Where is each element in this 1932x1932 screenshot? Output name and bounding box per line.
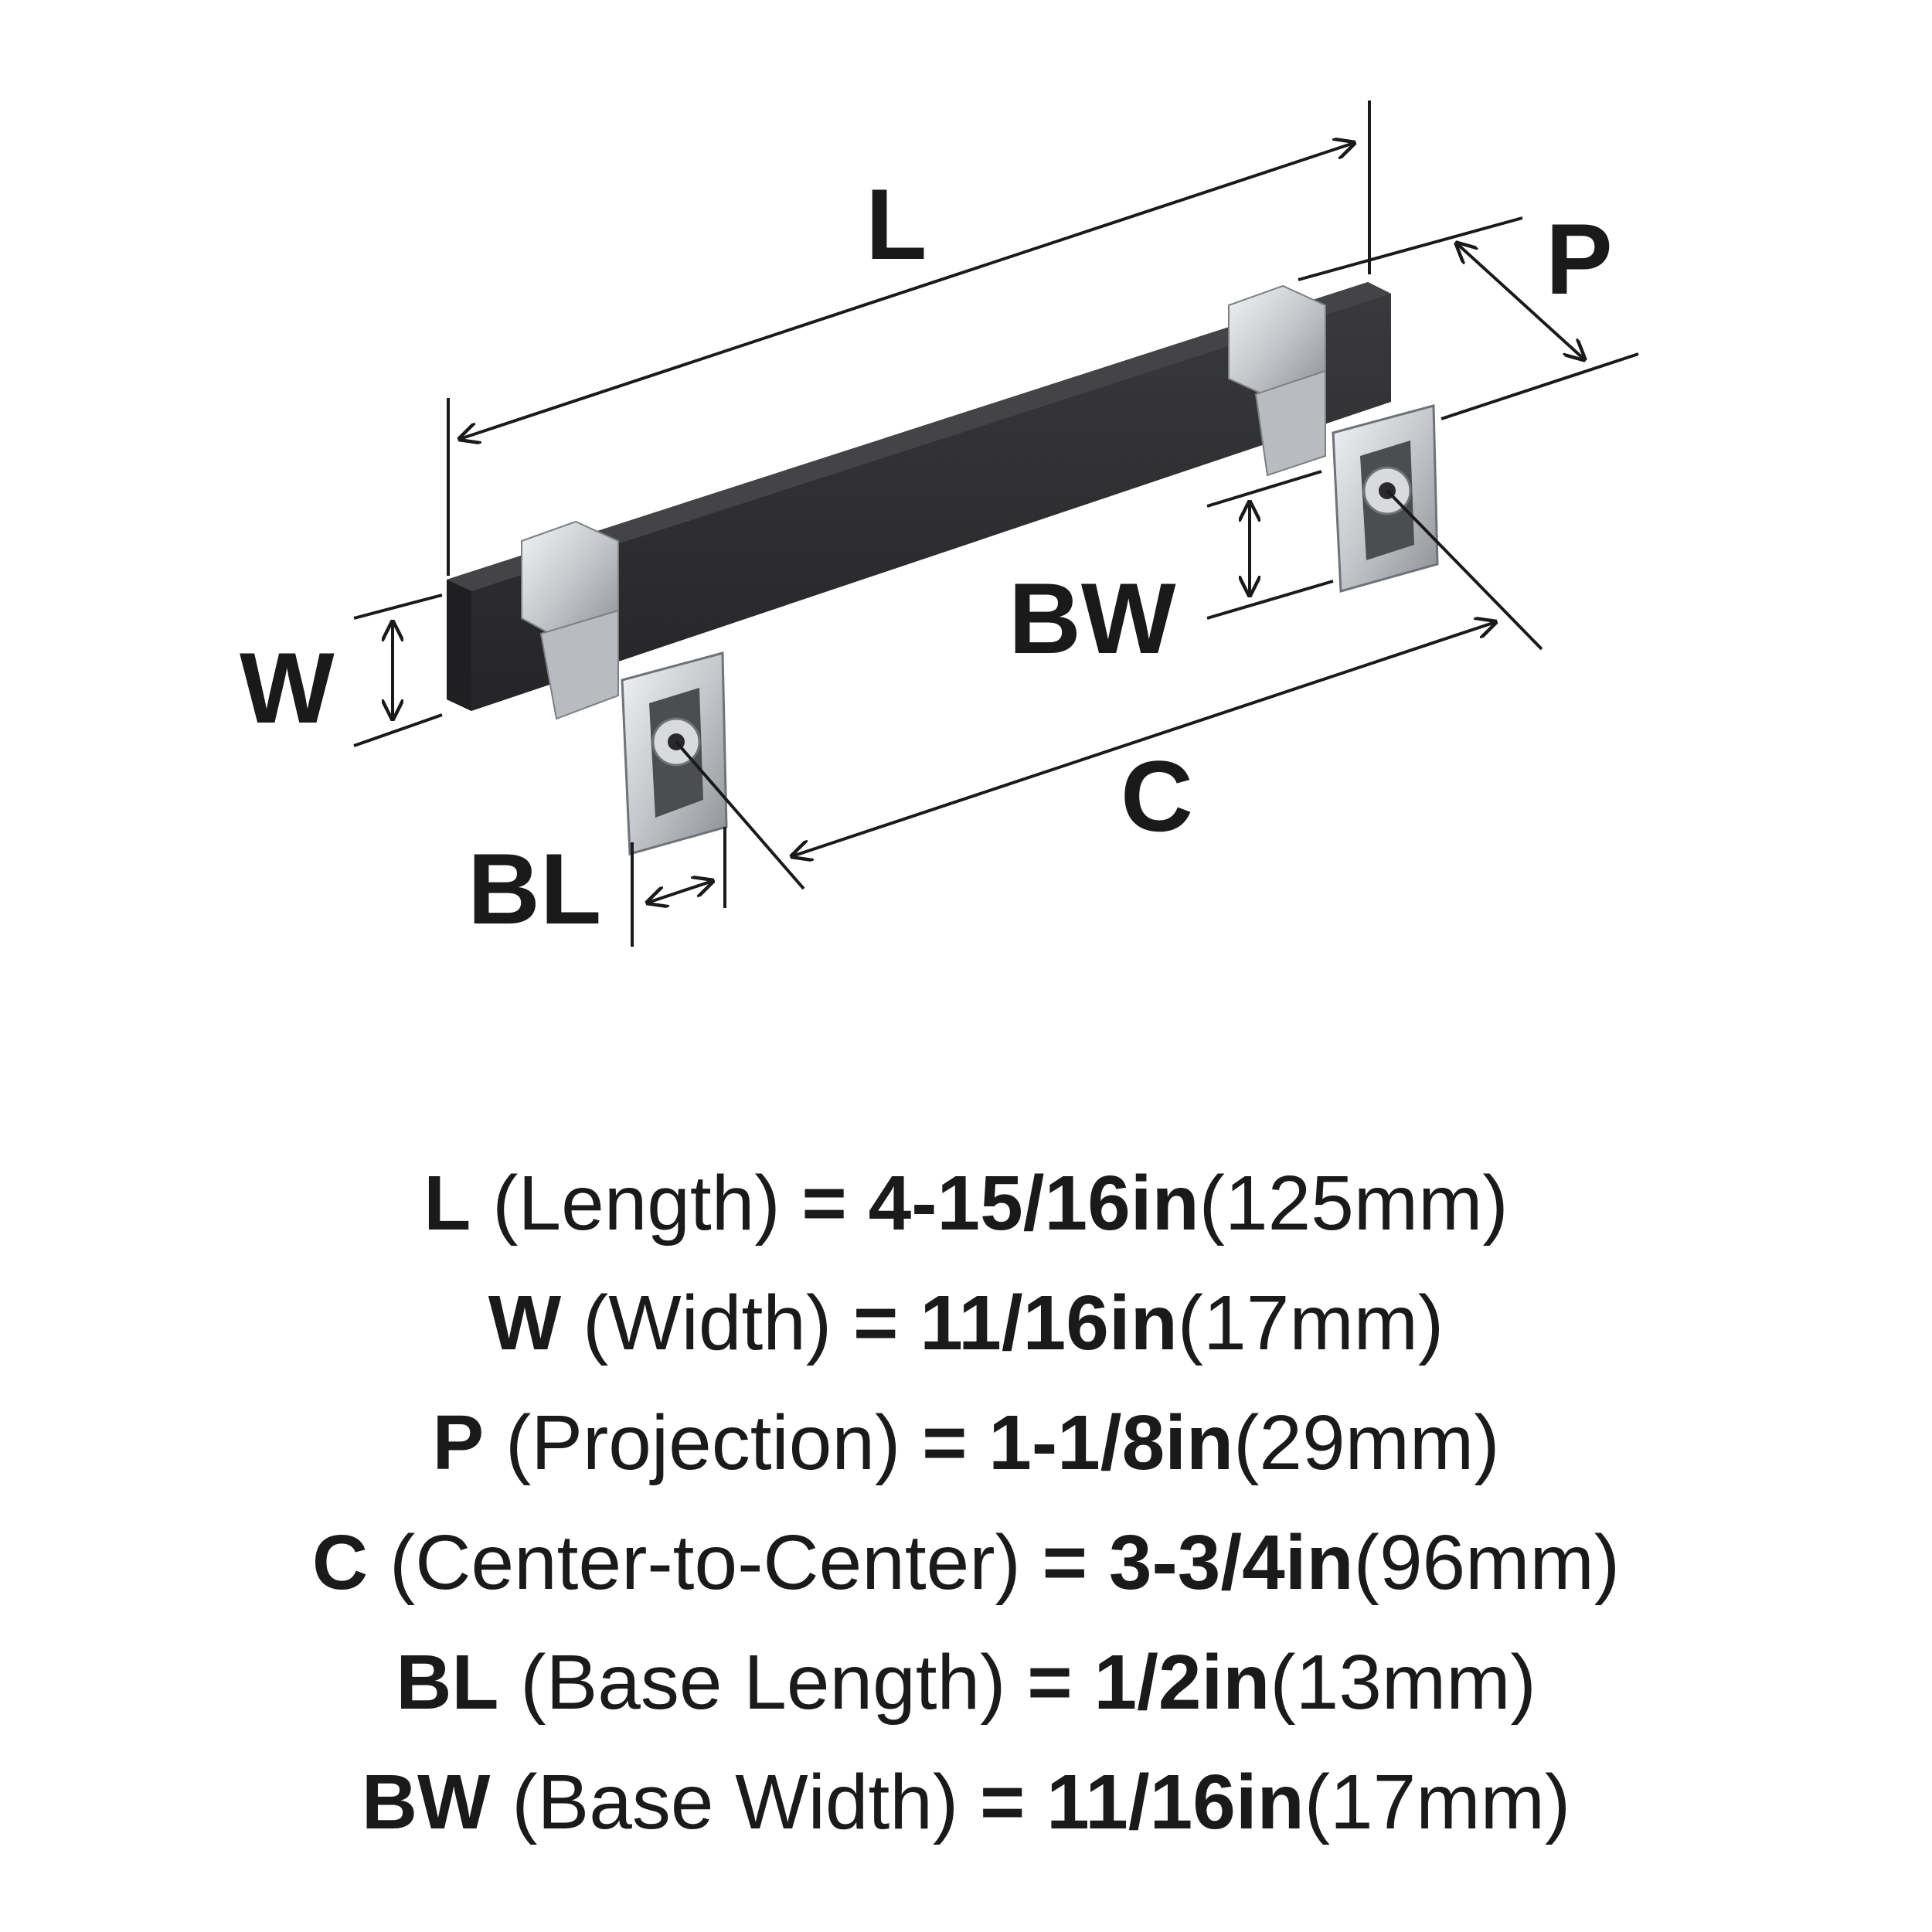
spec-metric: (17mm) bbox=[1177, 1280, 1444, 1366]
spec-metric: (29mm) bbox=[1233, 1400, 1500, 1486]
spec-key: BW bbox=[361, 1759, 491, 1845]
spec-metric: (96mm) bbox=[1353, 1519, 1621, 1606]
dimension-lines bbox=[353, 100, 1639, 947]
spec-imperial: 3-3/4in bbox=[1108, 1519, 1354, 1606]
spec-eq: = bbox=[1027, 1639, 1073, 1726]
spec-row-width: W (Width) = 11/16in(17mm) bbox=[0, 1264, 1932, 1383]
label-BW: BW bbox=[1009, 562, 1176, 675]
spec-eq: = bbox=[922, 1400, 968, 1486]
spec-metric: (125mm) bbox=[1199, 1160, 1509, 1247]
spec-metric: (17mm) bbox=[1304, 1759, 1571, 1845]
spec-desc: (Base Width) bbox=[512, 1759, 959, 1845]
spec-desc: (Center-to-Center) bbox=[389, 1519, 1021, 1606]
spec-key: L bbox=[423, 1160, 471, 1247]
spec-key: P bbox=[432, 1400, 485, 1486]
spec-metric: (13mm) bbox=[1270, 1639, 1536, 1726]
spec-row-base-width: BW (Base Width) = 11/16in(17mm) bbox=[0, 1743, 1932, 1862]
label-W: W bbox=[240, 631, 335, 744]
spec-row-projection: P (Projection) = 1-1/8in(29mm) bbox=[0, 1383, 1932, 1503]
spec-row-base-length: BL (Base Length) = 1/2in(13mm) bbox=[0, 1623, 1932, 1743]
spec-desc: (Width) bbox=[582, 1280, 832, 1366]
spec-imperial: 1-1/8in bbox=[988, 1400, 1234, 1486]
spec-key: C bbox=[311, 1519, 369, 1606]
spec-eq: = bbox=[1042, 1519, 1088, 1606]
spec-row-length: L (Length) = 4-15/16in(125mm) bbox=[0, 1144, 1932, 1264]
spec-key: BL bbox=[396, 1639, 499, 1726]
spec-eq: = bbox=[852, 1280, 899, 1366]
handle-dimension-diagram: L P W BW C BL bbox=[240, 100, 1639, 947]
spec-key: W bbox=[488, 1280, 562, 1366]
spec-desc: (Base Length) bbox=[520, 1639, 1006, 1726]
spec-imperial: 4-15/16in bbox=[868, 1160, 1199, 1247]
spec-desc: (Projection) bbox=[505, 1400, 901, 1486]
spec-imperial: 1/2in bbox=[1094, 1639, 1270, 1726]
label-L: L bbox=[866, 168, 927, 281]
label-BL: BL bbox=[468, 832, 601, 945]
spec-imperial: 11/16in bbox=[1046, 1759, 1304, 1845]
specification-list: L (Length) = 4-15/16in(125mm) W (Width) … bbox=[0, 1144, 1932, 1862]
spec-row-center-to-center: C (Center-to-Center) = 3-3/4in(96mm) bbox=[0, 1503, 1932, 1623]
spec-imperial: 11/16in bbox=[920, 1280, 1178, 1366]
label-P: P bbox=[1546, 202, 1613, 315]
label-C: C bbox=[1121, 740, 1193, 852]
spec-eq: = bbox=[801, 1160, 847, 1247]
spec-desc: (Length) bbox=[492, 1160, 781, 1247]
spec-eq: = bbox=[979, 1759, 1026, 1845]
